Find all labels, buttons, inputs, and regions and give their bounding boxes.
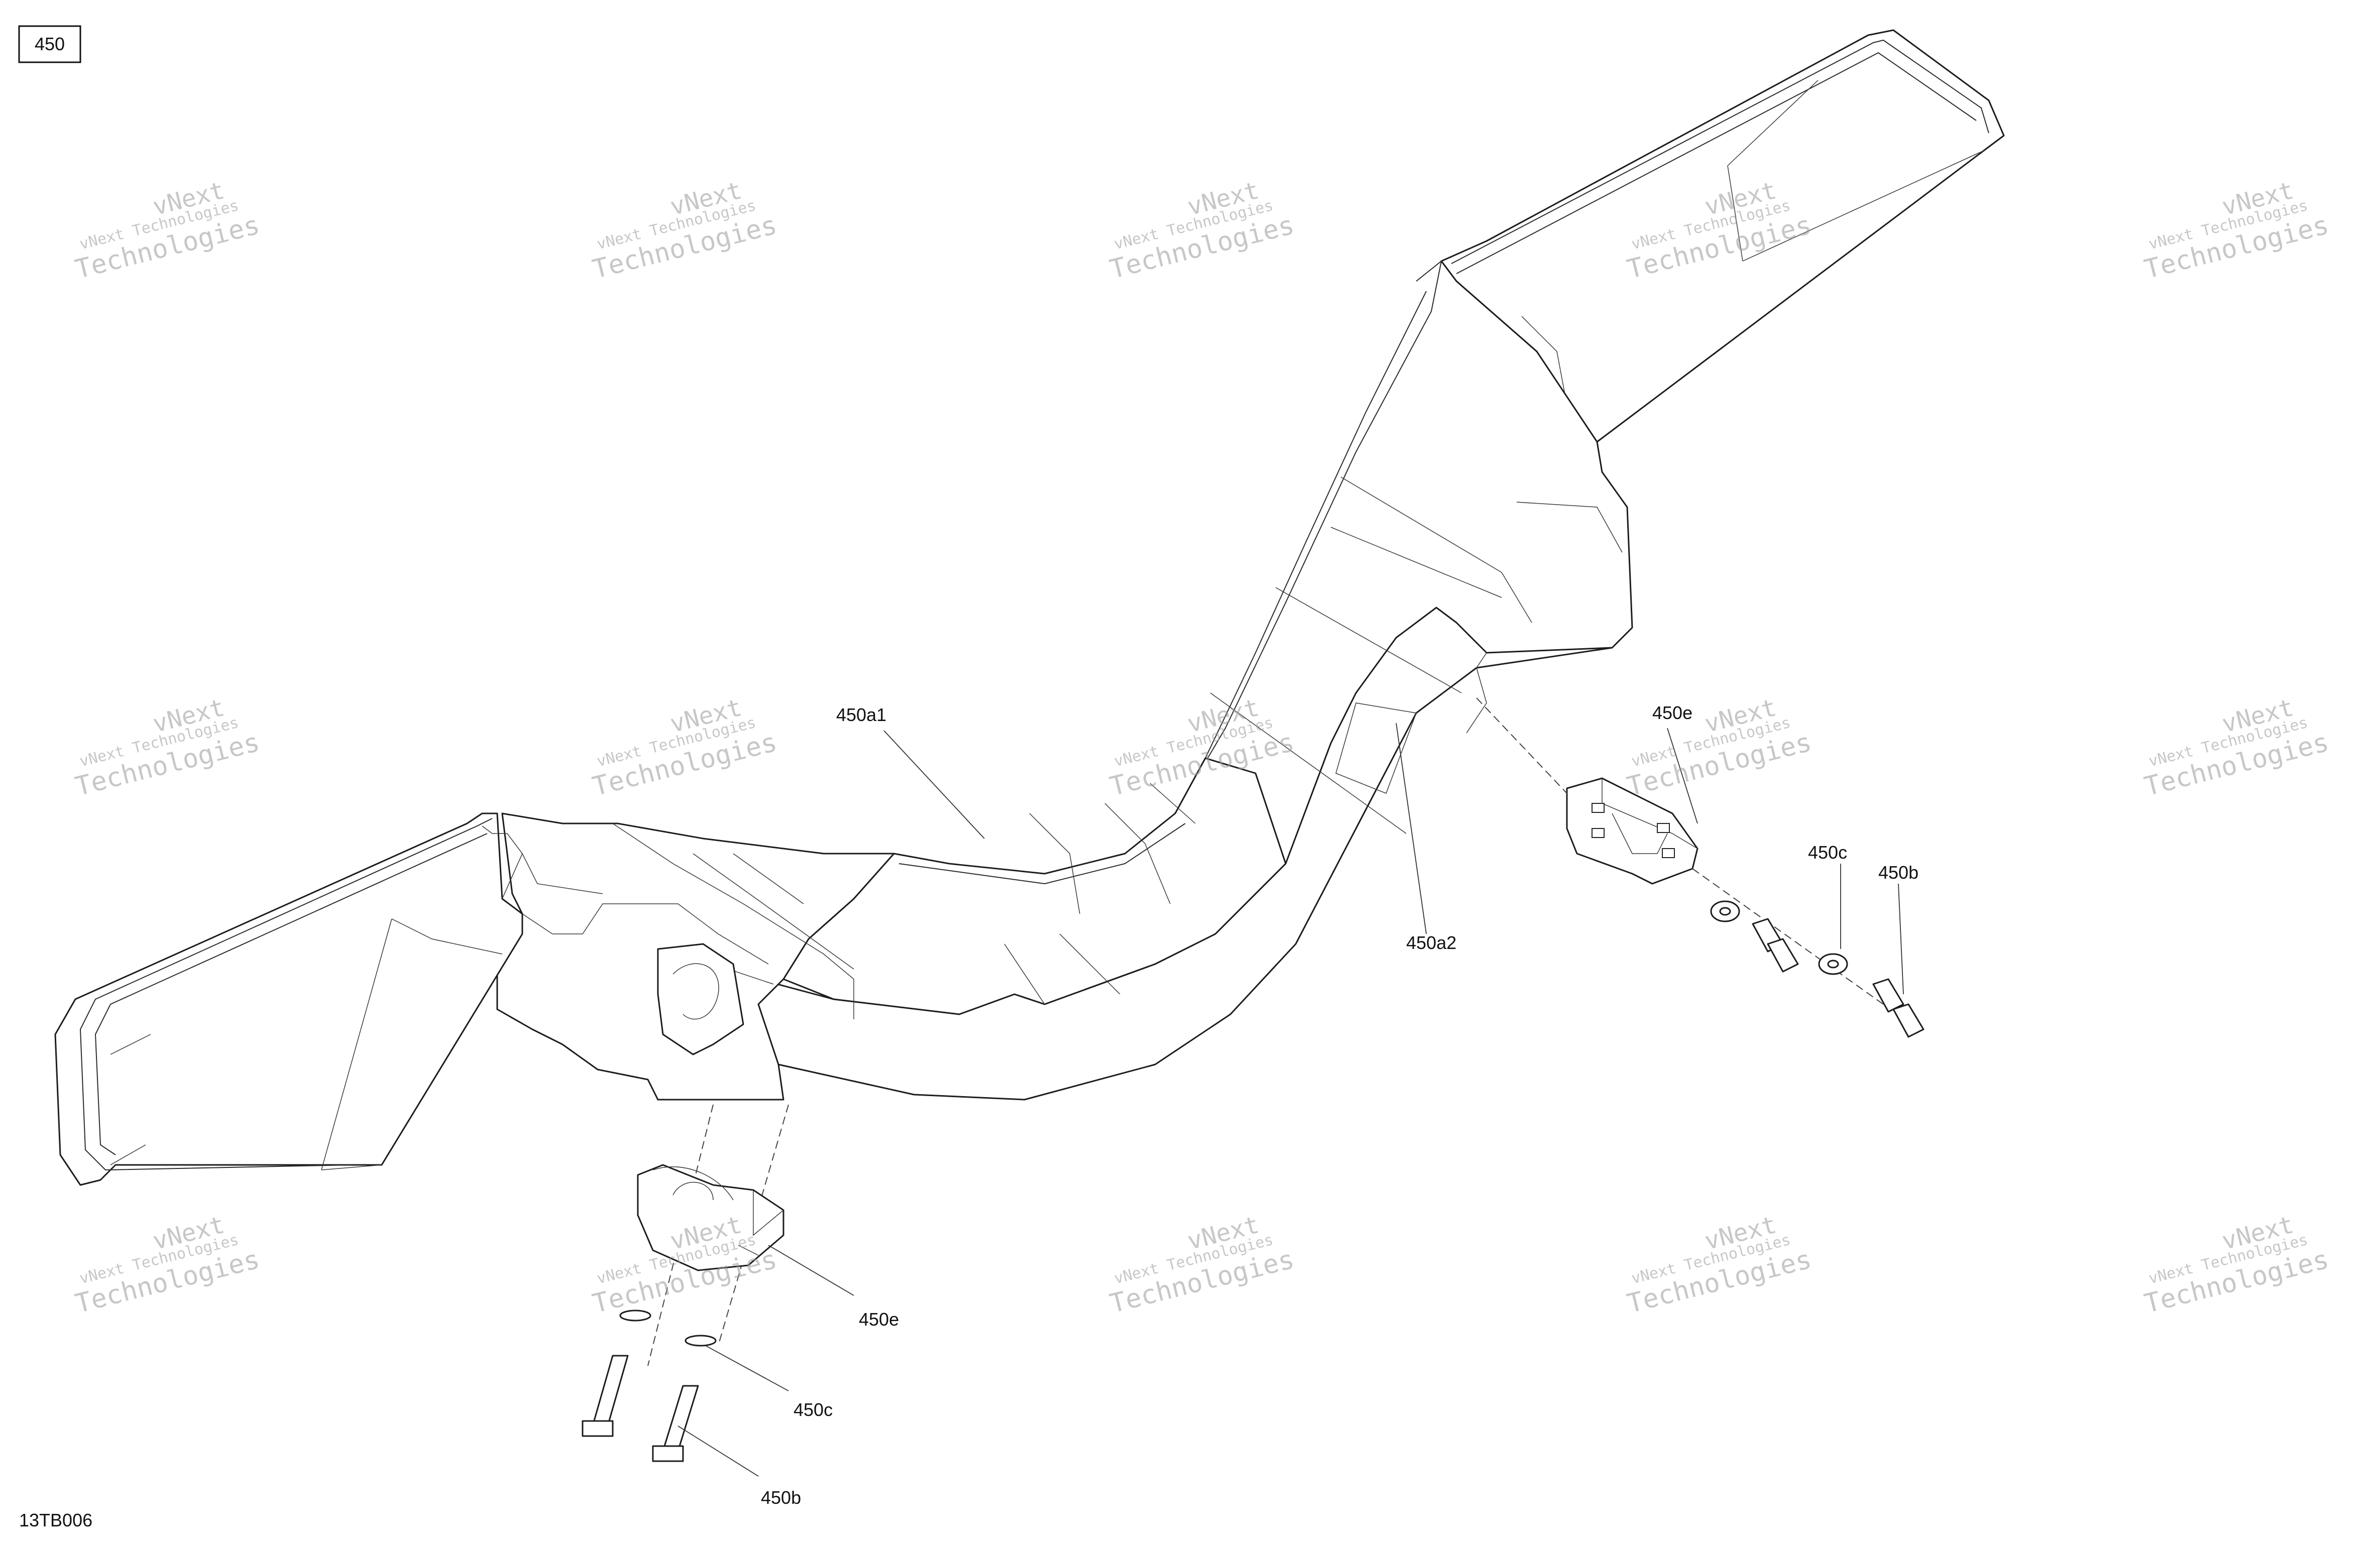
diagram-number-box: 450 [18,25,81,63]
callout-450e-left: 450e [859,1309,899,1330]
callout-450c-right: 450c [1808,842,1847,863]
left-screw-2 [652,1385,699,1462]
callout-450a2: 450a2 [1406,932,1456,953]
left-washer-1 [619,1310,651,1322]
callout-450b-right: 450b [1878,862,1918,883]
right-clamp [1566,777,1698,885]
left-washer-2 [685,1335,717,1347]
callout-450b-left: 450b [761,1487,801,1508]
left-clamp [637,1164,784,1271]
right-screw-1 [1752,918,1799,973]
left-screw-1 [582,1355,629,1437]
diagram-number: 450 [35,34,65,54]
right-washer-2 [1818,953,1848,975]
leader-lines [677,723,1904,1477]
callout-450a1: 450a1 [836,704,886,725]
handlebar-cover [54,29,2005,1186]
right-alignment-line [1476,697,1884,1005]
right-screw-2 [1872,978,1924,1038]
callout-450c-left: 450c [794,1399,833,1420]
callout-450e-right: 450e [1652,702,1692,723]
right-washer-1 [1710,900,1740,922]
drawing-code: 13TB006 [19,1510,92,1530]
